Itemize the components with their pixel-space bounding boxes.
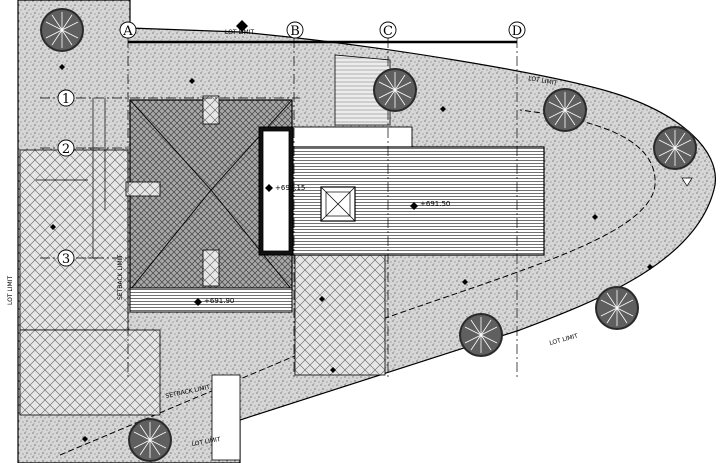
tree-east (653, 126, 697, 170)
lot-limit-label-north: LOT LIMIT (225, 29, 254, 36)
grid-label-C: C (383, 24, 393, 39)
tree-south (459, 313, 503, 357)
chimney-north (202, 95, 220, 125)
tree-northwest (40, 8, 84, 52)
row-label-3: 3 (62, 252, 70, 267)
east-bubble (681, 177, 693, 187)
grid-label-B: B (290, 24, 300, 39)
tree-northeast (543, 88, 587, 132)
paved-terrace-west (19, 149, 129, 331)
driveway-ramp (334, 54, 391, 126)
elevation-marker-stair: +697.15 (265, 184, 305, 192)
lower-roof-band (129, 287, 293, 313)
spot-markers (50, 64, 653, 442)
grid-bubble-B: B (286, 21, 304, 39)
chimney-west (125, 181, 161, 197)
lot-limit-label-west: LOT LIMIT (7, 276, 14, 305)
row-bubble-1: 1 (57, 89, 75, 107)
tree-southwest (128, 418, 172, 462)
row-label-1: 1 (62, 92, 70, 107)
paved-court-south (294, 254, 386, 376)
tree-southeast (595, 286, 639, 330)
grid-bubble-A: A (119, 21, 137, 39)
grid-label-D: D (512, 24, 522, 39)
chimney-south (202, 249, 220, 287)
elevation-marker-deck: +691.50 (410, 200, 450, 210)
grid-bubble-D: D (508, 21, 526, 39)
elevation-label-stair: +697.15 (275, 184, 305, 192)
elevation-label-deck: +691.50 (420, 200, 450, 208)
stair-tower-inner (262, 130, 290, 252)
white-canopy (289, 126, 413, 148)
grid-label-A: A (122, 24, 133, 39)
north-arrow (236, 20, 248, 32)
paved-walk-southwest (19, 329, 161, 416)
setback-label-west: SETBACK LIMIT (117, 255, 124, 300)
row-bubble-2: 2 (57, 139, 75, 157)
elevation-label-lower-roof: +691.90 (204, 297, 234, 305)
roof-ridge-lines (129, 99, 293, 291)
skylight-cross (320, 186, 356, 222)
paved-strip-entry (211, 374, 241, 461)
elevation-marker-lower-roof: +691.90 (194, 297, 234, 306)
grid-bubble-C: C (379, 21, 397, 39)
dimension-marks (36, 98, 106, 259)
row-bubble-3: 3 (57, 249, 75, 267)
tree-north (373, 68, 417, 112)
row-label-2: 2 (62, 142, 70, 157)
setback-line (59, 109, 656, 456)
